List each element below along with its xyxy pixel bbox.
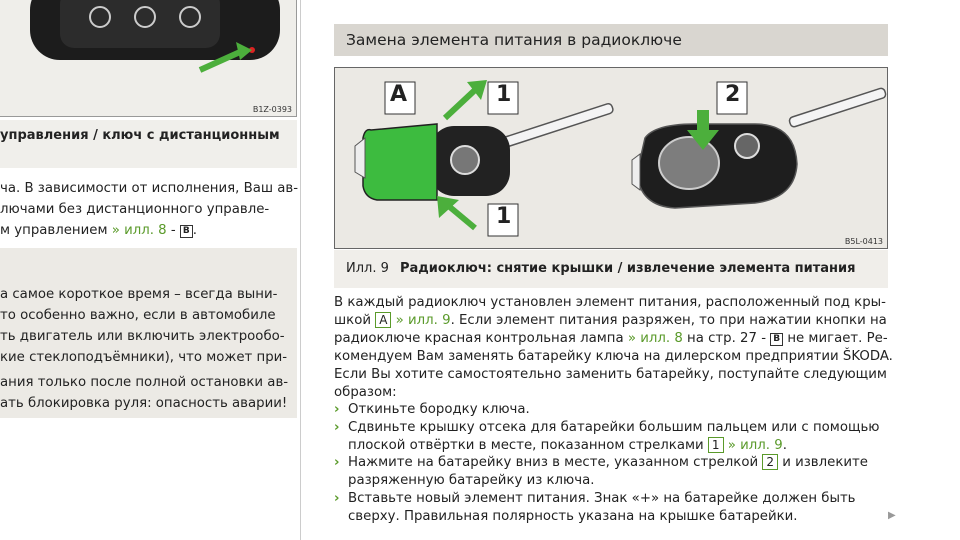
step-text: плоской отвёртки в месте, показанном стр… — [348, 436, 894, 455]
text-span: . — [782, 437, 787, 453]
left-caption: управления / ключ с дистанционным — [0, 120, 297, 168]
text-line: а самое короткое время – всегда выни- — [0, 287, 278, 302]
figure-ref: B5L-0413 — [844, 237, 883, 246]
figure-link[interactable]: » илл. 8 — [627, 331, 683, 346]
text-line: В каждый радиоключ установлен элемент пи… — [334, 295, 886, 310]
ref-box-b: B — [770, 333, 784, 346]
section-title: Замена элемента питания в радиоключе — [346, 31, 682, 49]
text-span: Нажмите на батарейку вниз в месте, указа… — [348, 455, 763, 471]
text-span: плоской отвёртки в месте, показанном стр… — [348, 437, 708, 453]
text-span: м управлением — [0, 223, 108, 238]
label-1-bottom — [487, 203, 519, 237]
label-2-text: 2 — [725, 82, 741, 107]
label-2 — [716, 81, 748, 115]
key-right-drawing — [631, 87, 887, 209]
text-span: . Если элемент питания разряжен, то при … — [450, 313, 887, 328]
text-span: . — [192, 223, 198, 238]
step-item: › Вставьте новый элемент питания. Знак «… — [334, 490, 894, 526]
caption-title: Радиоключ: снятие крышки / извлечение эл… — [400, 261, 856, 276]
text-span: радиоключе красная контрольная лампа — [334, 331, 628, 346]
step-item: › Нажмите на батарейку вниз в месте, ука… — [334, 454, 894, 490]
warning-box: а самое короткое время – всегда выни- то… — [0, 248, 297, 418]
key-buttons-illustration — [30, 0, 280, 73]
text-line: Если Вы хотите самостоятельно заменить б… — [334, 367, 887, 382]
step-text: Сдвиньте крышку отсека для батарейки бол… — [348, 419, 880, 435]
text-line: кие стеклоподъёмники), что может при- — [0, 350, 288, 365]
figure-caption: Илл. 9 Радиоключ: снятие крышки / извлеч… — [334, 250, 888, 288]
text-line: лючами без дистанционного управле- — [0, 202, 270, 217]
chevron-right-icon: › — [334, 490, 340, 506]
text-span: шкой — [334, 313, 376, 328]
page-gutter — [300, 0, 301, 540]
step-text: Нажмите на батарейку вниз в месте, указа… — [348, 454, 894, 472]
text-line: ать блокировка руля: опасность аварии! — [0, 396, 288, 411]
key-battery-illustration — [354, 80, 887, 237]
text-line: м управлением » илл. 8 - B. — [0, 220, 300, 241]
step-text: Откиньте бородку ключа. — [348, 402, 530, 417]
text-span: - — [166, 223, 180, 238]
warning-block: а самое короткое время – всегда выни- то… — [0, 284, 287, 368]
ref-box: B — [179, 225, 193, 238]
arrow-down-right — [437, 196, 477, 231]
ref-box-a: A — [375, 312, 392, 328]
text-span: не мигает. Ре- — [783, 331, 888, 346]
text-line: ть двигатель или включить электрообо- — [0, 329, 285, 344]
step-text: Вставьте новый элемент питания. Знак «+»… — [348, 490, 856, 506]
label-1b-text: 1 — [496, 204, 512, 229]
key-left-drawing — [354, 102, 614, 201]
left-figure: B1Z-0393 — [0, 0, 297, 117]
label-a-text: A — [390, 82, 408, 107]
text-line: ания только после полной остановки ав- — [0, 375, 289, 390]
next-page-icon[interactable]: ▶ — [888, 510, 896, 521]
text-span: на стр. 27 - — [682, 331, 771, 346]
arrow-down — [687, 110, 719, 150]
step-item: › Сдвиньте крышку отсека для батарейки б… — [334, 419, 894, 455]
chevron-right-icon: › — [334, 419, 340, 435]
section-header: Замена элемента питания в радиоключе — [334, 24, 888, 56]
label-1-top — [487, 81, 519, 115]
text-line: то особенно важно, если в автомобиле — [0, 308, 276, 323]
text-line: ча. В зависимости от исполнения, Ваш ав- — [0, 181, 299, 196]
text-line: радиоключе красная контрольная лампа » и… — [334, 330, 894, 348]
text-span: и извлеките — [778, 455, 868, 471]
chevron-right-icon: › — [334, 402, 340, 417]
figure-9: A 1 1 2 B5L-0413 — [334, 67, 888, 249]
warning-block: ания только после полной остановки ав- а… — [0, 372, 288, 414]
figure-ref: B1Z-0393 — [252, 105, 292, 114]
figure-link[interactable]: » илл. 9 — [723, 437, 783, 453]
body-paragraph: В каждый радиоключ установлен элемент пи… — [334, 294, 894, 402]
text-line: комендуем Вам заменять батарейку ключа н… — [334, 349, 893, 364]
text-line: образом: — [334, 385, 397, 400]
left-page: B1Z-0393 управления / ключ с дистанционн… — [0, 0, 300, 540]
left-caption-text: управления / ключ с дистанционным — [0, 128, 280, 143]
chevron-right-icon: › — [334, 455, 340, 471]
figure-link[interactable]: » илл. 9 — [391, 313, 451, 328]
step-item: › Откиньте бородку ключа. — [334, 401, 894, 419]
left-paragraph: ча. В зависимости от исполнения, Ваш ав-… — [0, 178, 300, 241]
figure-link[interactable]: » илл. 8 — [111, 223, 167, 238]
label-A — [384, 81, 416, 115]
ref-box-1: 1 — [707, 436, 724, 453]
label-1-text: 1 — [496, 82, 512, 107]
text-line: шкой A » илл. 9. Если элемент питания ра… — [334, 312, 894, 330]
caption-prefix: Илл. 9 — [346, 261, 389, 276]
arrow-up-right — [442, 80, 487, 121]
ref-box-2: 2 — [762, 454, 778, 471]
step-text: сверху. Правильная полярность указана на… — [348, 508, 798, 524]
steps-list: › Откиньте бородку ключа. › Сдвиньте кры… — [334, 401, 894, 526]
step-text: разряженную батарейку из ключа. — [348, 473, 595, 489]
